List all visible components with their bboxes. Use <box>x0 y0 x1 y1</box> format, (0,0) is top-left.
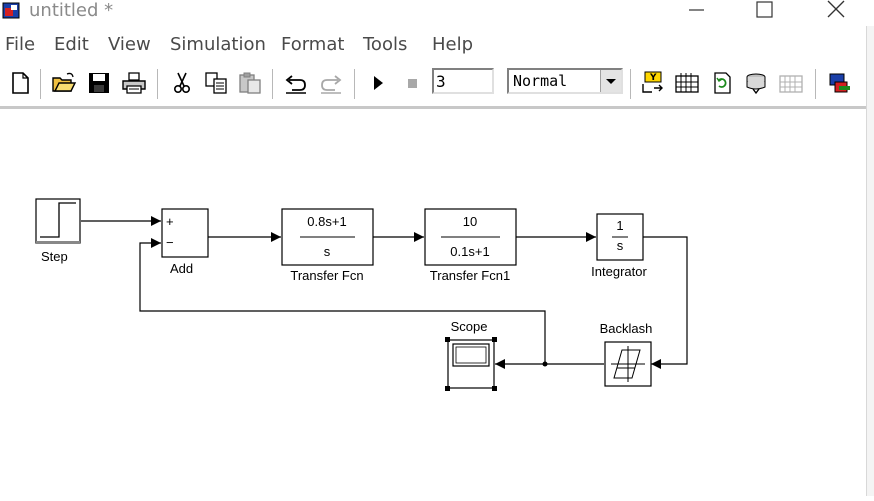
stop-simulation-button[interactable] <box>400 70 426 96</box>
model-canvas[interactable]: Step + − Add 0.8s+1 s Transfer Fcn 10 0.… <box>0 109 866 496</box>
debug-monitor-icon <box>829 73 850 93</box>
backlash-icon <box>611 346 645 382</box>
open-button[interactable] <box>51 70 77 96</box>
minimize-icon <box>689 9 704 11</box>
tf-denominator: s <box>324 244 331 259</box>
minimize-button[interactable] <box>673 0 719 26</box>
redo-icon <box>321 75 342 94</box>
new-model-button[interactable] <box>7 70 33 96</box>
toolbar-separator <box>354 69 355 99</box>
window-right-border <box>866 26 874 496</box>
add-block[interactable]: + − Add <box>161 208 209 276</box>
menu-help[interactable]: Help <box>432 34 474 55</box>
build-model-button[interactable]: Y <box>640 70 666 96</box>
menu-edit[interactable]: Edit <box>54 34 89 55</box>
library-browser-button[interactable] <box>743 70 769 96</box>
branch-point <box>542 361 548 367</box>
update-diagram-button[interactable] <box>674 70 700 96</box>
scope-label: Scope <box>451 319 488 334</box>
save-disk-icon <box>89 73 109 93</box>
menu-tools[interactable]: Tools <box>363 34 408 55</box>
selection-handles <box>445 337 497 391</box>
debugger-button[interactable] <box>826 70 852 96</box>
tf1-denominator: 0.1s+1 <box>450 244 489 259</box>
model-explorer-button[interactable] <box>778 70 804 96</box>
integrator-numerator: 1 <box>616 218 623 233</box>
menu-simulation[interactable]: Simulation <box>170 34 266 55</box>
toolbar-separator <box>40 69 41 99</box>
maximize-button[interactable] <box>741 0 787 26</box>
library-stack-icon <box>746 73 766 95</box>
toolbar-separator <box>815 69 816 99</box>
paste-clipboard-icon <box>239 72 261 94</box>
simulation-mode-select[interactable]: Normal <box>507 68 623 94</box>
svg-text:Y: Y <box>649 73 657 83</box>
add-minus-sign: − <box>166 235 174 250</box>
start-simulation-button[interactable] <box>365 70 391 96</box>
integrator-label: Integrator <box>591 264 647 279</box>
tf-label: Transfer Fcn <box>290 268 363 283</box>
signal-integrator-to-backlash[interactable] <box>643 236 688 369</box>
copy-icon <box>205 72 227 94</box>
grid-chart-icon <box>675 73 699 93</box>
simulation-mode-value: Normal <box>513 72 568 90</box>
save-button[interactable] <box>86 70 112 96</box>
play-icon <box>374 76 383 90</box>
scope-block[interactable]: Scope <box>445 319 497 391</box>
open-folder-icon <box>52 72 77 92</box>
backlash-label: Backlash <box>600 321 653 336</box>
add-label: Add <box>170 261 193 276</box>
toolbar-separator <box>272 69 273 99</box>
step-block[interactable]: Step <box>35 198 81 264</box>
close-button[interactable] <box>813 0 859 26</box>
paste-button[interactable] <box>237 70 263 96</box>
undo-button[interactable] <box>283 70 309 96</box>
simulink-app-icon[interactable] <box>2 1 22 21</box>
signal-feedback[interactable] <box>139 238 546 364</box>
window-title: untitled * <box>29 0 114 21</box>
menu-bar: File Edit View Simulation Format Tools H… <box>0 30 866 58</box>
block-diagram: Step + − Add 0.8s+1 s Transfer Fcn 10 0.… <box>35 198 688 391</box>
backlash-block[interactable]: Backlash <box>600 321 653 387</box>
tf1-label: Transfer Fcn1 <box>430 268 510 283</box>
menu-file[interactable]: File <box>5 34 36 55</box>
add-plus-sign: + <box>166 214 174 229</box>
build-icon: Y <box>642 71 663 93</box>
stop-icon <box>408 79 417 88</box>
maximize-icon <box>756 1 773 18</box>
copy-button[interactable] <box>203 70 229 96</box>
toolbar: Normal Y <box>0 62 866 109</box>
integrator-denominator: s <box>617 238 624 253</box>
close-icon <box>827 0 845 18</box>
printer-icon <box>122 72 146 94</box>
dropdown-arrow-icon[interactable] <box>600 70 621 92</box>
menu-view[interactable]: View <box>108 34 151 55</box>
step-label: Step <box>41 249 68 264</box>
cut-button[interactable] <box>169 70 195 96</box>
tf-numerator: 0.8s+1 <box>307 214 346 229</box>
transfer-fcn-block[interactable]: 0.8s+1 s Transfer Fcn <box>281 208 374 283</box>
stop-time-input[interactable] <box>432 68 494 94</box>
print-button[interactable] <box>121 70 147 96</box>
integrator-block[interactable]: 1 s Integrator <box>591 213 647 279</box>
undo-icon <box>285 75 306 94</box>
scissors-icon <box>174 72 191 94</box>
title-bar: untitled * <box>0 0 874 26</box>
refresh-document-icon <box>714 72 731 94</box>
refresh-model-button[interactable] <box>709 70 735 96</box>
tf1-numerator: 10 <box>463 214 477 229</box>
redo-button[interactable] <box>318 70 344 96</box>
toolbar-separator <box>157 69 158 99</box>
explorer-grid-icon <box>779 75 803 93</box>
menu-format[interactable]: Format <box>281 34 345 55</box>
step-icon <box>40 202 76 238</box>
transfer-fcn1-block[interactable]: 10 0.1s+1 Transfer Fcn1 <box>424 208 517 283</box>
toolbar-separator <box>630 69 631 99</box>
new-file-icon <box>12 72 29 94</box>
